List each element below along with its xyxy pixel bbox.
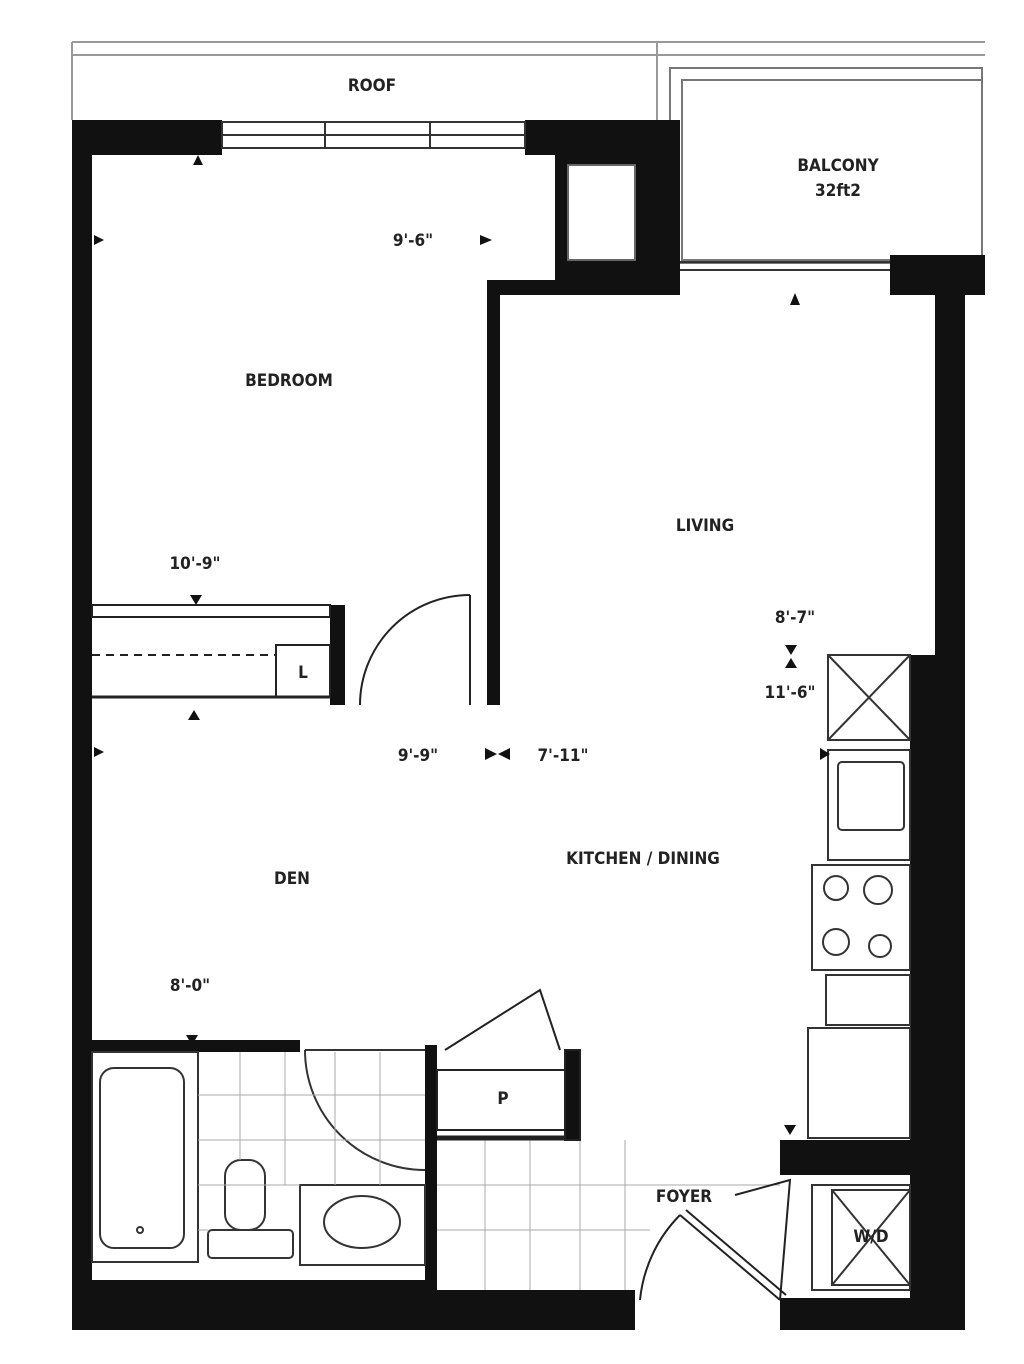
bedroom-door: [359, 594, 471, 706]
den-length-dim: 8'-0": [170, 976, 210, 996]
linen-label: L: [298, 663, 308, 683]
tile-grid: [198, 1052, 780, 1290]
entry-door: [639, 1178, 792, 1301]
roof-label: ROOF: [348, 76, 396, 96]
kitchen-dining-label: KITCHEN / DINING: [566, 849, 720, 869]
living-width-dim: 8'-7": [775, 608, 815, 628]
living-label: LIVING: [676, 516, 734, 536]
living-length-dim: 11'-6": [765, 683, 816, 703]
washer-dryer-label: W/D: [853, 1227, 888, 1247]
dimension-arrows: [94, 155, 830, 1135]
balcony-door: [680, 261, 890, 271]
bathroom: [91, 1049, 426, 1266]
balcony-area-label: 32ft2: [815, 181, 861, 201]
kitchen-counter: [807, 654, 911, 1139]
pantry-label: P: [497, 1089, 508, 1109]
den-width-dim: 9'-9": [398, 746, 438, 766]
window: [221, 121, 526, 149]
foyer-label: FOYER: [656, 1187, 712, 1207]
den-label: DEN: [274, 869, 310, 889]
mechanical-unit: [567, 164, 636, 261]
washer-dryer: [811, 1184, 911, 1291]
roof-area: [71, 41, 985, 120]
kitchen-width-dim: 7'-11": [538, 746, 589, 766]
walls: [72, 120, 985, 1330]
bedroom-label: BEDROOM: [245, 371, 333, 391]
balcony-label: BALCONY: [797, 156, 879, 176]
bedroom-width-dim: 9'-6": [393, 231, 433, 251]
pantry-closet: [436, 988, 581, 1141]
bedroom-length-dim: 10'-9": [170, 554, 221, 574]
bedroom-closet: [91, 604, 331, 699]
